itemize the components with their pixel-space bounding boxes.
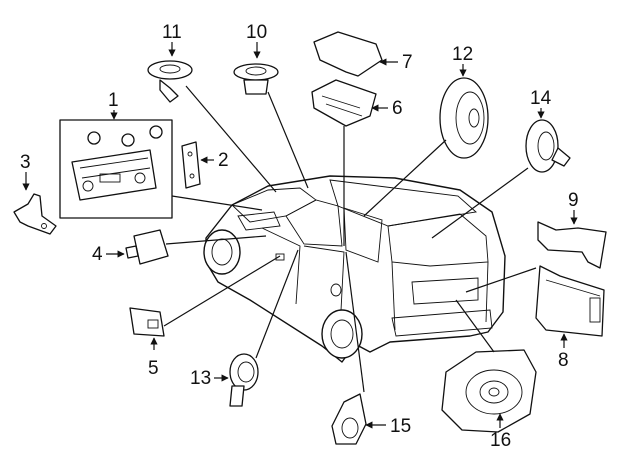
part-13-speaker	[229, 353, 259, 407]
callout-label-4: 4	[92, 244, 103, 265]
callout-label-15: 15	[390, 416, 411, 437]
part-2-bracket	[181, 141, 201, 189]
callout-2: 2	[200, 150, 229, 171]
callout-7: 7	[379, 52, 413, 73]
callout-label-6: 6	[392, 98, 403, 119]
callout-label-9: 9	[568, 190, 579, 211]
callout-label-11: 11	[162, 22, 182, 43]
part-14-rear-speaker	[525, 119, 571, 173]
part-7-cover	[313, 31, 383, 77]
callout-3: 3	[20, 152, 31, 191]
callout-8: 8	[558, 333, 569, 371]
part-3-mount-bracket	[13, 193, 57, 235]
callout-12: 12	[452, 44, 473, 77]
callout-15: 15	[365, 416, 411, 437]
callout-16: 16	[490, 413, 511, 451]
callout-14: 14	[530, 88, 552, 119]
callout-13: 13	[190, 368, 229, 389]
part-11-tweeter	[147, 60, 193, 103]
part-8-navigation-unit	[535, 265, 605, 337]
callout-label-13: 13	[190, 368, 211, 389]
callout-label-14: 14	[530, 88, 552, 109]
callout-9: 9	[568, 190, 579, 225]
callout-label-16: 16	[490, 430, 511, 451]
part-12-door-speaker	[439, 77, 489, 159]
callout-11: 11	[162, 22, 182, 57]
part-10-tweeter	[233, 63, 279, 95]
callout-label-8: 8	[558, 350, 569, 371]
part-6-amplifier	[311, 79, 377, 127]
part-4-control-module	[125, 229, 169, 265]
callout-label-2: 2	[218, 150, 229, 171]
part-9-bracket	[537, 221, 607, 269]
callout-4: 4	[92, 244, 125, 265]
callout-label-7: 7	[402, 52, 413, 73]
callout-label-1: 1	[108, 90, 119, 111]
callout-6: 6	[371, 98, 403, 119]
callout-label-10: 10	[246, 22, 267, 43]
callout-5: 5	[148, 337, 159, 379]
part-16-subwoofer	[441, 349, 537, 433]
part-5-aux-jack	[129, 307, 165, 337]
part-1-radio-receiver	[59, 119, 173, 219]
callout-1: 1	[108, 90, 119, 120]
part-15-speaker	[331, 393, 367, 445]
callout-label-3: 3	[20, 152, 31, 173]
minivan-body	[203, 175, 506, 363]
callout-label-5: 5	[148, 358, 159, 379]
leader-lines	[163, 85, 537, 393]
callout-label-12: 12	[452, 44, 473, 65]
callout-10: 10	[246, 22, 267, 59]
